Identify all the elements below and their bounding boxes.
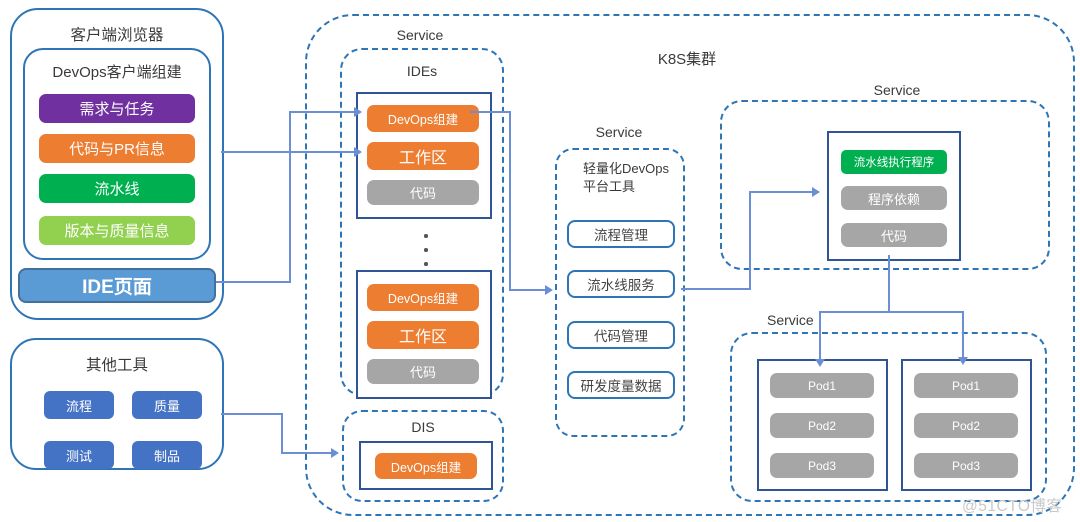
arrowhead [354,147,362,157]
pipeline-executor-button: 流水线执行程序 [841,150,947,174]
pod-button: Pod3 [770,453,874,478]
client-browser-title: 客户端浏览器 [70,27,164,44]
other-tools-box: 其他工具 流程 质量 测试 制品 [10,338,224,470]
connector-line [289,111,355,113]
arrowhead [958,357,968,365]
requirements-tasks-button: 需求与任务 [39,94,195,123]
code-pr-info-button: 代码与PR信息 [39,134,195,163]
pipeline-executor-rect: 流水线执行程序 程序依赖 代码 [827,131,961,261]
arrowhead [331,448,339,458]
code-button: 代码 [367,359,479,384]
process-tool-button: 流程 [44,391,114,419]
connector-line [749,191,813,193]
k8s-cluster-box: K8S集群 Service IDEs DevOps组建 工作区 代码 DevOp… [305,14,1075,516]
arrowhead [545,285,553,295]
connector-line [221,151,355,153]
pods-service-label: Service [767,312,814,328]
devops-component-button: DevOps组建 [375,453,477,479]
devops-component-button: DevOps组建 [367,105,479,132]
test-tool-button: 测试 [44,441,114,469]
connector-line [749,191,751,290]
platform-service-box: 轻量化DevOps 平台工具 流程管理 流水线服务 代码管理 研发度量数据 [555,148,685,437]
connector-line [819,311,821,360]
platform-title-line2: 平台工具 [583,179,636,194]
pod-button: Pod2 [914,413,1018,438]
pipeline-button: 流水线 [39,174,195,203]
code-button: 代码 [841,223,947,247]
dis-title: DIS [411,419,435,435]
workspace-button: 工作区 [367,321,479,349]
devops-client-box: DevOps客户端组建 需求与任务 代码与PR信息 流水线 版本与质量信息 [23,48,211,260]
connector-line [470,111,511,113]
pipeline-service-button: 流水线服务 [567,270,675,298]
ides-service-box: IDEs DevOps组建 工作区 代码 DevOps组建 工作区 代码 [340,48,504,399]
arrowhead [354,107,362,117]
other-tools-title: 其他工具 [85,357,148,374]
arrowhead [815,359,825,367]
watermark: @51CTO博客 [962,498,1063,515]
connector-line [681,288,751,290]
ide-instance-1: DevOps组建 工作区 代码 [356,92,492,219]
pods-service-box: Pod1 Pod2 Pod3 Pod1 Pod2 Pod3 [730,332,1047,502]
pipeline-service-label: Service [873,82,921,98]
ide-instance-2: DevOps组建 工作区 代码 [356,270,492,399]
connector-line [888,255,890,313]
pod-button: Pod1 [770,373,874,398]
k8s-cluster-title: K8S集群 [657,51,717,68]
process-mgmt-button: 流程管理 [567,220,675,248]
connector-line [509,289,546,291]
rd-metrics-button: 研发度量数据 [567,371,675,399]
ides-title: IDEs [406,63,438,79]
pod-group-2: Pod1 Pod2 Pod3 [901,359,1032,491]
pod-button: Pod1 [914,373,1018,398]
artifact-tool-button: 制品 [132,441,202,469]
client-browser-box: 客户端浏览器 DevOps客户端组建 需求与任务 代码与PR信息 流水线 版本与… [10,8,224,320]
workspace-button: 工作区 [367,142,479,170]
devops-client-title: DevOps客户端组建 [52,64,182,81]
version-quality-button: 版本与质量信息 [39,216,195,245]
pod-button: Pod2 [770,413,874,438]
pod-group-1: Pod1 Pod2 Pod3 [757,359,888,491]
connector-line [221,413,283,415]
program-deps-button: 程序依赖 [841,186,947,210]
pipeline-service-box: 流水线执行程序 程序依赖 代码 [720,100,1050,270]
connector-line [509,111,511,291]
quality-tool-button: 质量 [132,391,202,419]
connector-line [216,281,291,283]
devops-component-button: DevOps组建 [367,284,479,311]
dis-box: DIS DevOps组建 [342,410,504,502]
ide-page-button: IDE页面 [18,268,216,303]
dis-instance: DevOps组建 [359,441,493,490]
code-button: 代码 [367,180,479,205]
arrowhead [812,187,820,197]
connector-line [281,452,332,454]
platform-title-line1: 轻量化DevOps [583,161,669,176]
connector-line [289,111,291,282]
ides-service-label: Service [396,27,444,43]
pod-button: Pod3 [914,453,1018,478]
connector-line [962,311,964,358]
connector-line [819,311,964,313]
code-mgmt-button: 代码管理 [567,321,675,349]
platform-service-label: Service [595,124,643,140]
connector-line [281,413,283,454]
